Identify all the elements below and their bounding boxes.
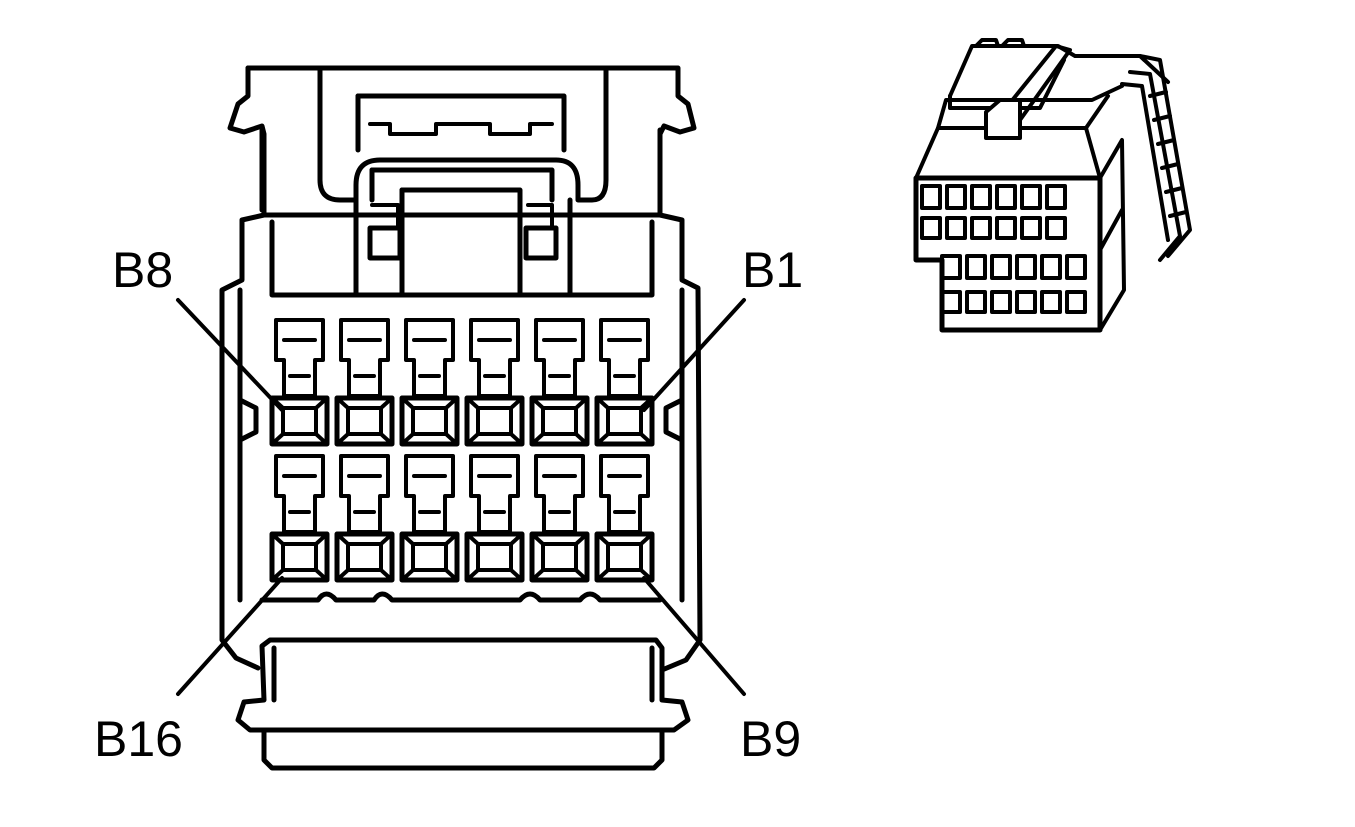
- cavity: [399, 454, 460, 583]
- pin-label-b9: B9: [740, 711, 801, 767]
- cavity: [464, 318, 525, 447]
- isometric-cavity: [920, 216, 942, 240]
- isometric-cavity: [1045, 216, 1067, 240]
- cavity: [399, 318, 460, 447]
- cavity: [334, 318, 395, 447]
- isometric-cavity: [1015, 290, 1037, 314]
- leader-line-b9: [642, 576, 746, 696]
- isometric-cavity: [1045, 184, 1067, 210]
- isometric-cavity: [1040, 254, 1062, 280]
- isometric-cavity: [1065, 254, 1087, 280]
- isometric-cavity: [965, 290, 987, 314]
- leader-line-b8: [176, 298, 284, 412]
- locking-latch: [317, 65, 609, 203]
- isometric-cavity: [945, 216, 967, 240]
- connector-front-view: B8 B1 B16 B9: [94, 65, 803, 771]
- isometric-cavity: [1040, 290, 1062, 314]
- isometric-cavity: [970, 216, 992, 240]
- pin-label-b16: B16: [94, 711, 183, 767]
- leader-line-b16: [176, 576, 284, 696]
- isometric-cavities: [920, 184, 1087, 314]
- bottom-tab: [235, 637, 691, 771]
- isometric-cavity: [990, 254, 1012, 280]
- cavity: [594, 454, 655, 583]
- cavity: [269, 454, 330, 583]
- isometric-cavity: [940, 254, 962, 280]
- cavity: [334, 454, 395, 583]
- isometric-cavity: [995, 216, 1017, 240]
- isometric-cavity: [1065, 290, 1087, 314]
- cavity: [269, 318, 330, 447]
- connector-isometric-view: [913, 38, 1192, 333]
- pin-label-b8: B8: [112, 242, 173, 298]
- isometric-cavity: [1020, 216, 1042, 240]
- leader-line-b1: [642, 298, 746, 412]
- isometric-cavity: [945, 184, 967, 210]
- isometric-cavity: [940, 290, 962, 314]
- isometric-cavity: [995, 184, 1017, 210]
- cavity: [529, 318, 590, 447]
- terminal-cavities: [269, 318, 655, 583]
- isometric-cavity: [965, 254, 987, 280]
- isometric-cavity: [920, 184, 942, 210]
- isometric-cavity: [1015, 254, 1037, 280]
- isometric-cavity: [990, 290, 1012, 314]
- isometric-cavity: [1020, 184, 1042, 210]
- cavity: [594, 318, 655, 447]
- cavity: [464, 454, 525, 583]
- isometric-cavity: [970, 184, 992, 210]
- pin-label-b1: B1: [742, 242, 803, 298]
- cavity: [529, 454, 590, 583]
